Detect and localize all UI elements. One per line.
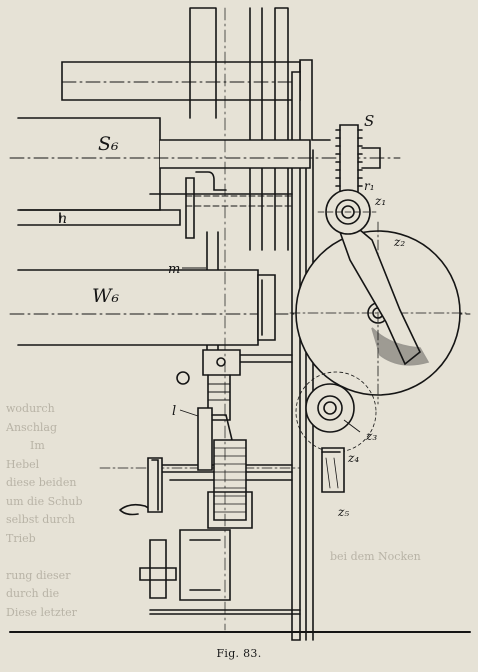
bleed-line: rung dieser xyxy=(6,569,71,582)
bleed-line: Hebel xyxy=(6,458,40,471)
label-n: n xyxy=(58,211,67,227)
column-middle xyxy=(249,7,263,251)
bleed-line: diese beiden xyxy=(6,476,76,489)
bleed-line: Trieb xyxy=(6,532,36,545)
lever-l xyxy=(197,407,213,471)
bleed-line: wodurch xyxy=(6,402,55,415)
figure-caption: Fig. 83. xyxy=(216,647,262,660)
label-z4: z₄ xyxy=(347,451,359,465)
label-s6: S₆ xyxy=(98,133,119,155)
bleed-line: Im xyxy=(30,439,45,452)
figure-labels: S₆ n W₆ m S r₁ z₁ z₂ z₃ z₄ z₅ l xyxy=(58,112,405,519)
label-m: m xyxy=(168,262,180,277)
bleed-line: durch die xyxy=(6,587,59,600)
bleed-line: um die Schub xyxy=(6,495,82,508)
bleed-line: Diese letzter xyxy=(6,606,78,619)
column-left xyxy=(189,7,217,119)
gear-segment-top xyxy=(339,124,359,196)
bleed-line: bei dem Nocken xyxy=(330,550,421,563)
label-w6: W₆ xyxy=(92,285,120,307)
drawing-linework xyxy=(9,7,471,641)
small-wheel xyxy=(176,371,190,385)
frame-plate xyxy=(291,71,301,641)
bottom-bracket xyxy=(139,539,177,599)
top-beam xyxy=(61,61,301,101)
label-z3: z₃ xyxy=(365,429,377,443)
cam-lever xyxy=(338,229,421,366)
label-z5: z₅ xyxy=(337,505,349,519)
gear-segment-lower xyxy=(321,447,345,493)
shaft-flange xyxy=(257,274,276,341)
label-z2: z₂ xyxy=(393,235,405,249)
column-right xyxy=(274,7,289,251)
bleed-line: selbst durch xyxy=(6,513,75,526)
bleed-through-text: wodurch Anschlag Im Hebel diese beiden u… xyxy=(5,402,421,619)
bracket-upper xyxy=(202,349,241,376)
roller-z3 xyxy=(305,383,355,433)
hand-lever xyxy=(119,503,153,516)
bleed-line: Anschlag xyxy=(5,421,57,434)
hook-lever xyxy=(185,171,227,239)
label-leaders xyxy=(179,267,361,433)
label-s: S xyxy=(364,112,374,130)
label-r1: r₁ xyxy=(364,179,375,193)
shaft-w6 xyxy=(17,269,259,346)
label-l: l xyxy=(172,404,176,419)
shaft-s6 xyxy=(17,117,161,211)
label-z1: z₁ xyxy=(374,194,386,208)
